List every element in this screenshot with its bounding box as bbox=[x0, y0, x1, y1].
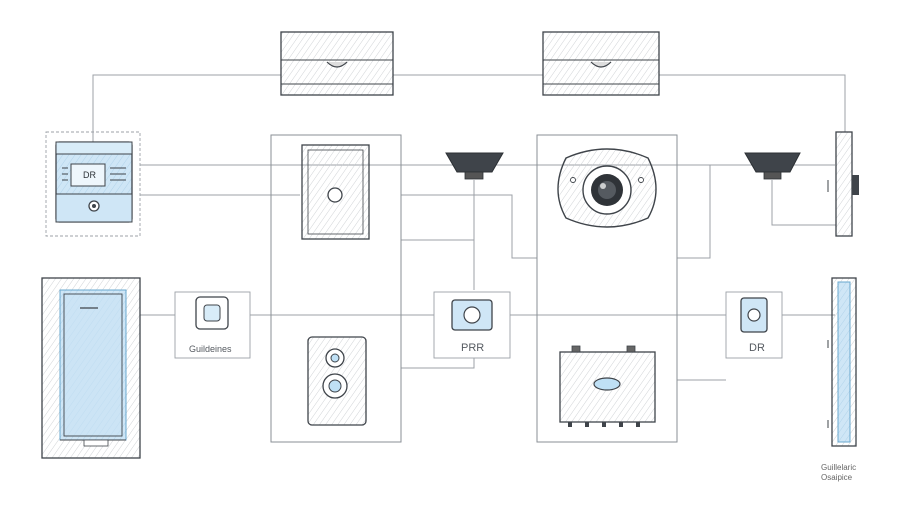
wall-rail-lower bbox=[827, 277, 857, 447]
wire-mid-loop bbox=[401, 194, 537, 259]
wire-top-left bbox=[92, 74, 281, 165]
guidelines-module-label: Guildeines bbox=[189, 344, 232, 354]
cabinet-icon bbox=[280, 31, 394, 96]
rack-frame-right bbox=[536, 134, 678, 443]
camera-icon bbox=[557, 148, 657, 228]
cabinet-icon bbox=[542, 31, 660, 96]
door-panel-icon bbox=[41, 277, 141, 459]
legend: Guillelaric Osaipice bbox=[821, 463, 856, 483]
dr-module-label: DR bbox=[749, 342, 765, 354]
intercom-icon bbox=[307, 336, 367, 426]
speaker-icon bbox=[445, 152, 504, 180]
door-panel-icon bbox=[301, 144, 370, 240]
switch-icon bbox=[433, 291, 511, 359]
wire-speaker2-down bbox=[771, 180, 836, 226]
power-box-icon bbox=[559, 345, 656, 427]
control-panel-icon bbox=[45, 131, 141, 237]
rack-frame-left bbox=[270, 134, 402, 443]
legend-line-2: Osaipice bbox=[821, 473, 853, 482]
legend-line-1: Guillelaric bbox=[821, 463, 857, 472]
prr-module-label: PRR bbox=[461, 342, 485, 354]
switch-icon bbox=[174, 291, 251, 359]
switch-icon bbox=[725, 291, 783, 359]
panel-display-label: DR bbox=[83, 170, 96, 180]
wire-top-right bbox=[659, 74, 846, 132]
wire-camera-right bbox=[677, 165, 711, 259]
speaker-icon bbox=[744, 152, 801, 180]
wall-rail-upper bbox=[827, 131, 859, 237]
